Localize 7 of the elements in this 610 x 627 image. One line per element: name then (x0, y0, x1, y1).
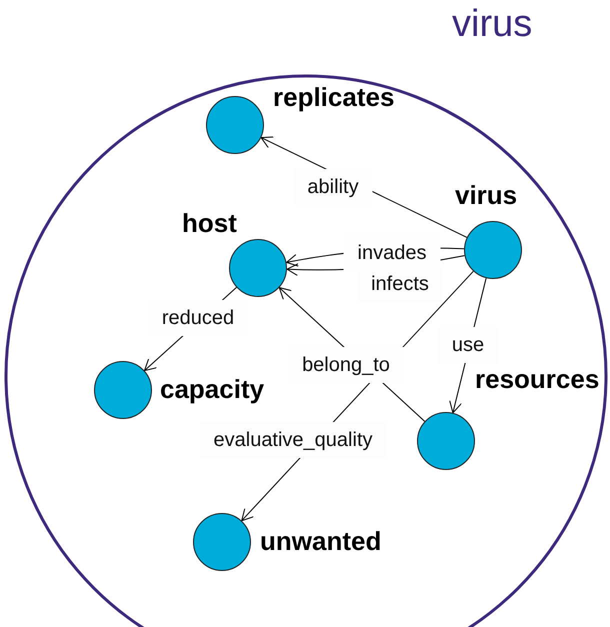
node-label: host (182, 208, 237, 240)
node-label: resources (475, 364, 600, 396)
node-label: replicates (273, 82, 394, 114)
node-label: unwanted (260, 526, 382, 558)
node-label: capacity (160, 374, 264, 406)
group-title: virus (452, 4, 532, 46)
node-label: virus (455, 180, 518, 212)
